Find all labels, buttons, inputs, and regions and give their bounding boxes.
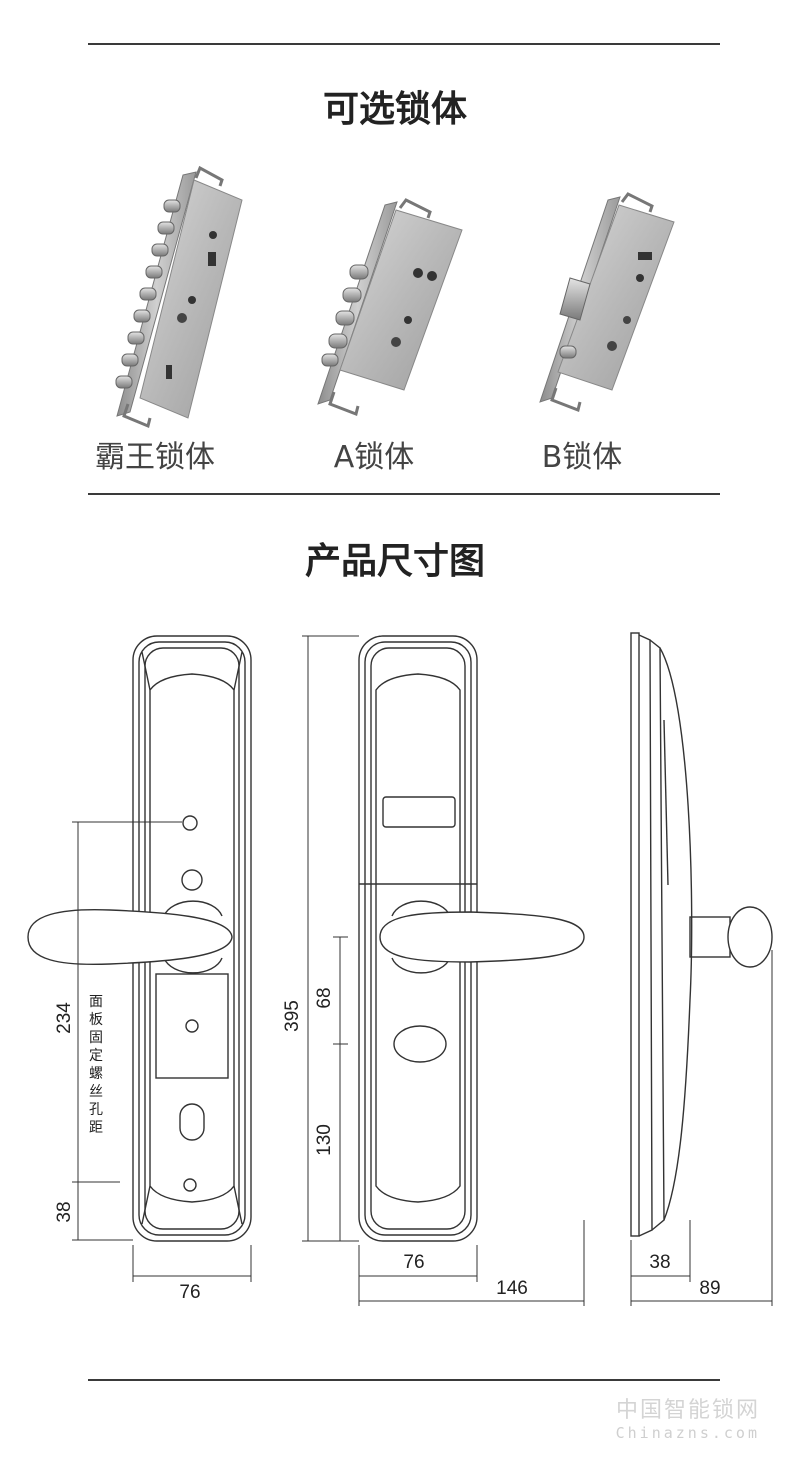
bottom-divider [88,1379,720,1381]
lock-body-b [539,192,675,413]
dim-back-handle-to-keyhole: 68 [314,987,335,1008]
dim-side-total-depth: 89 [699,1278,720,1299]
dim-side-plate-depth: 38 [649,1252,670,1273]
lock-bodies-illustration [115,165,675,429]
front-view [27,635,252,1242]
top-divider [88,43,720,45]
front-hole-note: 面 板 固 定 螺 丝 孔 距 [89,994,103,1136]
lock-label-b: B锁体 [541,440,623,475]
dim-front-bottom-offset: 38 [54,1201,75,1222]
dimensions-title: 产品尺寸图 [304,541,485,582]
lock-label-bawang: 霸王锁体 [95,440,215,475]
svg-text:螺: 螺 [89,1066,103,1082]
dim-front-width: 76 [179,1282,200,1303]
svg-text:面: 面 [89,994,103,1010]
svg-text:距: 距 [89,1120,103,1136]
back-view [358,635,585,1242]
lock-body-a [317,198,463,417]
watermark-en: Chinazns.com [615,1424,760,1442]
middle-divider [88,493,720,495]
dim-back-handle-length: 146 [496,1278,528,1299]
svg-text:丝: 丝 [89,1084,103,1100]
dim-back-keyhole-to-bottom: 130 [314,1124,335,1156]
dim-front-hole-span: 234 [54,1002,75,1034]
side-view [630,632,773,1237]
svg-text:定: 定 [89,1048,103,1064]
lock-body-bawang [115,165,243,429]
dim-back-width: 76 [403,1252,424,1273]
svg-text:孔: 孔 [89,1102,103,1118]
watermark-cn: 中国智能锁网 [615,1398,760,1423]
watermark: 中国智能锁网 Chinazns.com [616,1392,760,1442]
dimension-drawing: 234 38 76 395 68 130 76 146 38 89 面 板 固 … [27,632,773,1306]
lock-bodies-title: 可选锁体 [322,89,467,130]
lock-label-a: A锁体 [333,440,415,475]
svg-text:固: 固 [89,1030,103,1046]
svg-text:板: 板 [89,1012,103,1028]
dim-back-height: 395 [282,1000,303,1032]
